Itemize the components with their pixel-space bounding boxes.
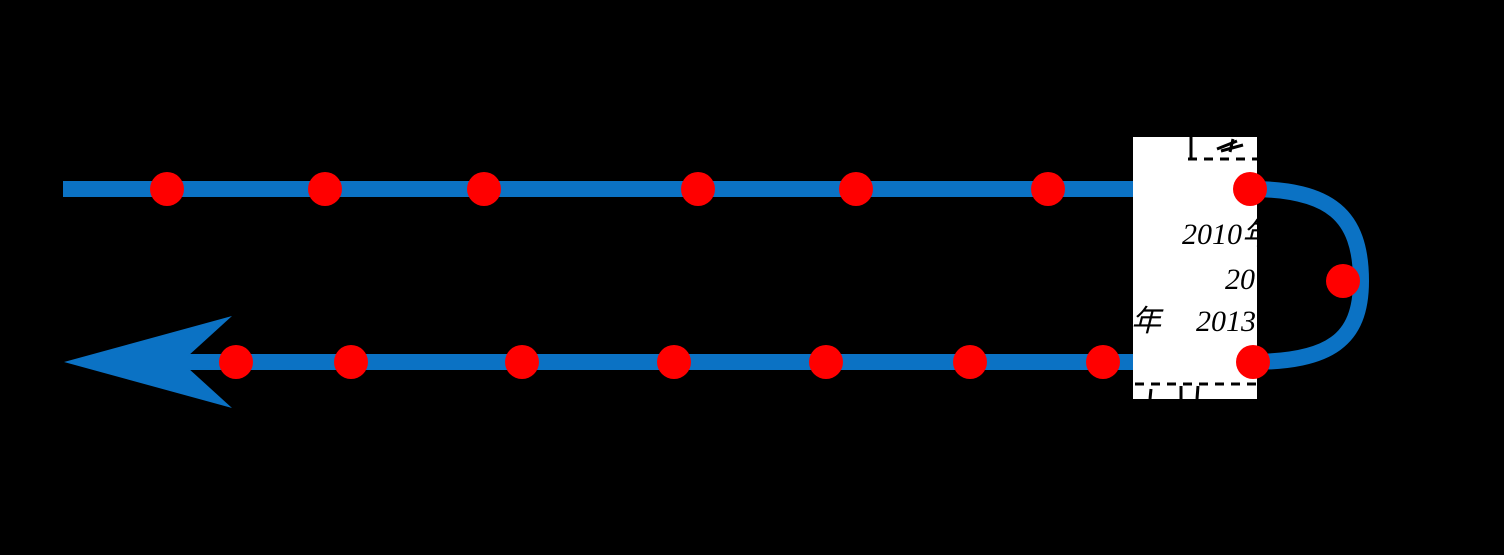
year-label-panel: 2010年 20 2013 年 bbox=[1133, 137, 1257, 399]
bottom-tick-c bbox=[1195, 385, 1200, 399]
year-label-nian-fragment: 年 bbox=[1133, 305, 1161, 338]
timeline-marker bbox=[308, 172, 342, 206]
top-glyph-fragment bbox=[1216, 138, 1244, 153]
left-arrowhead-icon bbox=[64, 316, 232, 408]
timeline-marker bbox=[839, 172, 873, 206]
year-label-2010: 2010年 bbox=[1182, 218, 1257, 251]
timeline-marker bbox=[1031, 172, 1065, 206]
year-label-partial-20: 20 bbox=[1225, 263, 1255, 296]
timeline-marker bbox=[681, 172, 715, 206]
panel-rules-graphic bbox=[1135, 137, 1257, 399]
timeline-marker bbox=[467, 172, 501, 206]
timeline-marker bbox=[150, 172, 184, 206]
u-turn-connector bbox=[1249, 181, 1370, 370]
bottom-tick-a bbox=[1148, 388, 1153, 399]
year-label-2013: 2013 bbox=[1196, 305, 1256, 338]
